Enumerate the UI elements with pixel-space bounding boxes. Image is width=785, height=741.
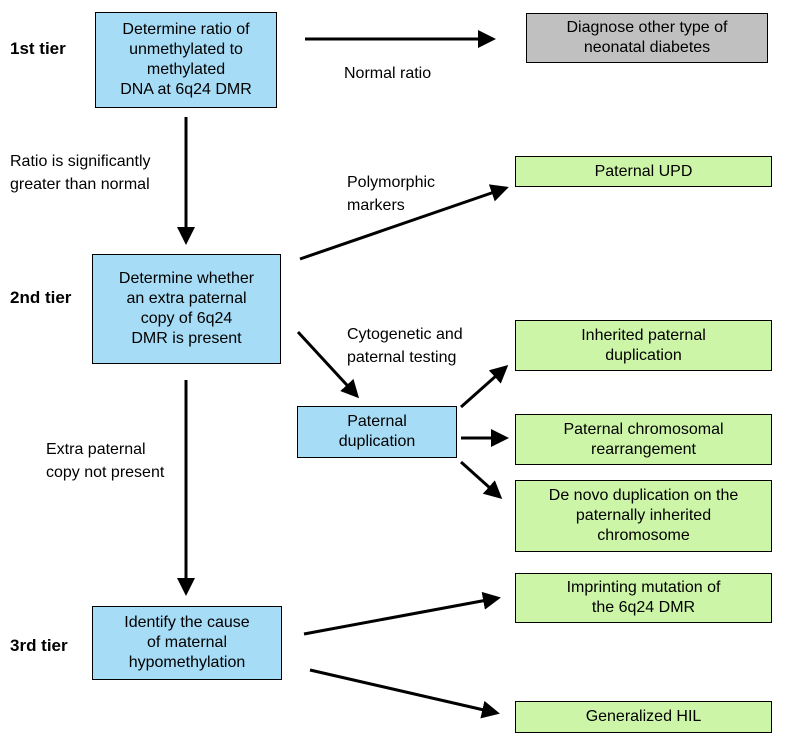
box-line: unmethylated to <box>129 41 243 58</box>
box-line: chromosome <box>597 527 690 544</box>
arrow-identify-to-imprinting <box>303 591 501 636</box>
box-de-novo-duplication: De novo duplication on the paternally in… <box>515 480 772 552</box>
box-determine-extra-copy: Determine whether an extra paternal copy… <box>92 254 281 364</box>
tier-label-second: 2nd tier <box>10 288 72 307</box>
tier-label-third: 3rd tier <box>10 636 68 655</box>
edge-label-ratio-greater: Ratio is significantly greater than norm… <box>10 150 151 196</box>
box-line: Diagnose other type of <box>566 19 728 36</box>
box-inherited-duplication: Inherited paternal duplication <box>515 320 772 371</box>
box-line: Imprinting mutation of <box>566 579 721 596</box>
edge-label-normal-ratio: Normal ratio <box>344 62 431 85</box>
box-chromosomal-rearrangement: Paternal chromosomal rearrangement <box>515 414 772 465</box>
edge-label-line: paternal testing <box>347 349 457 366</box>
box-determine-ratio: Determine ratio of unmethylated to methy… <box>95 12 277 108</box>
box-line: rearrangement <box>591 440 696 458</box>
box-line: duplication <box>338 433 416 450</box>
box-line: an extra paternal <box>126 290 247 307</box>
edge-label-line: markers <box>347 197 405 214</box>
edge-label-line: Extra paternal <box>46 441 146 458</box>
box-line: Generalized HIL <box>585 708 702 725</box>
edge-label-line: greater than normal <box>10 176 150 193</box>
box-line: Paternal <box>347 413 407 430</box>
box-line: Identify the cause <box>124 614 250 631</box>
edge-label-line: copy not present <box>46 464 165 481</box>
box-line: Inherited paternal <box>581 326 706 344</box>
box-line: copy of 6q24 <box>140 310 233 327</box>
edge-label-polymorphic-markers: Polymorphic markers <box>347 171 435 217</box>
box-line: paternally inherited <box>575 507 712 524</box>
box-line: DMR is present <box>131 330 242 347</box>
box-line: duplication <box>605 346 682 364</box>
box-line: neonatal diabetes <box>583 39 711 56</box>
box-line: De novo duplication on the <box>548 487 739 504</box>
box-line: DNA at 6q24 DMR <box>120 81 252 98</box>
box-generalized-hil: Generalized HIL <box>515 701 772 733</box>
tier-label-first: 1st tier <box>10 39 66 58</box>
arrow-duplication-to-inherited <box>460 365 509 409</box>
arrow-duplication-to-de-novo <box>459 460 503 500</box>
edge-label-line: Polymorphic <box>347 174 436 191</box>
box-paternal-upd: Paternal UPD <box>515 156 772 187</box>
edge-label-line: Cytogenetic and <box>347 326 463 343</box>
box-line: of maternal <box>146 634 228 651</box>
arrow-identify-to-hil <box>309 668 500 719</box>
edge-label-extra-copy-not-present: Extra paternal copy not present <box>46 438 164 484</box>
edge-label-line: Normal ratio <box>344 65 432 82</box>
box-line: Determine ratio of <box>122 21 250 38</box>
edge-label-cytogenetic-testing: Cytogenetic and paternal testing <box>347 323 463 369</box>
box-line: Determine whether <box>118 270 255 287</box>
box-line: methylated <box>146 61 226 78</box>
box-line: Paternal chromosomal <box>563 420 724 438</box>
box-paternal-duplication: Paternal duplication <box>297 406 457 458</box>
arrow-extra-copy-to-upd <box>299 184 509 261</box>
box-line: the 6q24 DMR <box>591 599 696 616</box>
arrow-extra-copy-to-duplication <box>296 330 360 399</box>
box-line: Paternal UPD <box>594 162 693 180</box>
edge-label-line: Ratio is significantly <box>10 153 151 170</box>
box-imprinting-mutation: Imprinting mutation of the 6q24 DMR <box>515 573 772 623</box>
box-diagnose-other: Diagnose other type of neonatal diabetes <box>526 13 768 63</box>
box-identify-cause: Identify the cause of maternal hypomethy… <box>92 606 282 680</box>
box-line: hypomethylation <box>128 654 246 671</box>
